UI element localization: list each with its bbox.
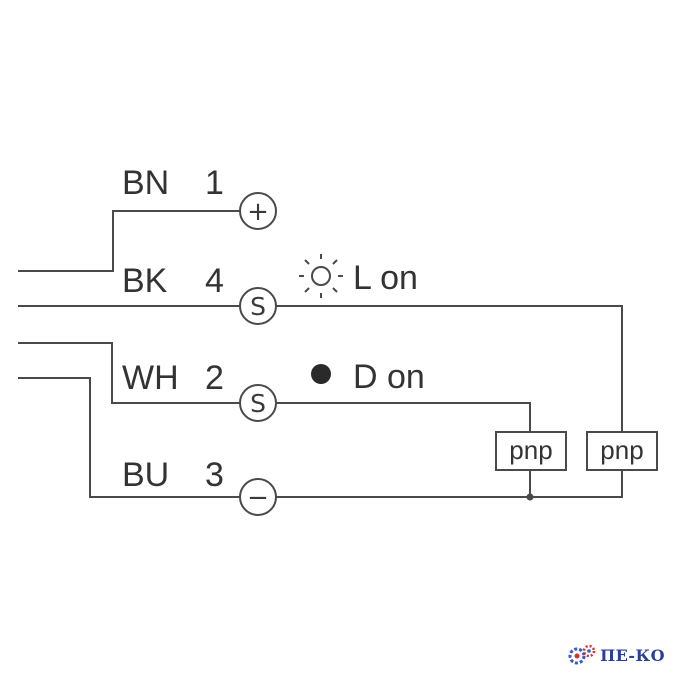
label-dark-on: D on: [353, 358, 425, 396]
junction-dot: [526, 493, 534, 501]
label-pin-2: 2: [205, 359, 224, 397]
terminal-minus-symbol: −: [247, 483, 269, 513]
dot-icon: [311, 364, 331, 384]
label-pin-1: 1: [205, 164, 224, 202]
wire-bk-output: [276, 305, 623, 432]
wire-bn: [18, 210, 240, 272]
label-pin-4: 4: [205, 262, 224, 300]
terminal-minus: −: [239, 478, 277, 516]
terminal-s-bk-symbol: S: [250, 292, 266, 321]
label-bn: BN: [122, 164, 169, 202]
logo: ПЕ-КО: [567, 643, 665, 667]
pnp-label-right: pnp: [600, 435, 643, 465]
terminal-s-bk: S: [239, 287, 277, 325]
terminal-plus-symbol: +: [247, 197, 269, 227]
gears-icon: [568, 644, 596, 665]
terminal-s-wh-symbol: S: [250, 389, 266, 418]
label-wh: WH: [122, 359, 179, 397]
pnp-label-left: pnp: [509, 435, 552, 465]
wire-bu-return: [276, 470, 623, 498]
label-pin-3: 3: [205, 456, 224, 494]
pnp-box-right: pnp: [586, 431, 658, 471]
terminal-s-wh: S: [239, 384, 277, 422]
label-bu: BU: [122, 456, 169, 494]
wire-wh-output: [276, 402, 531, 432]
pnp-box-left: pnp: [495, 431, 567, 471]
wire-bu: [18, 377, 240, 498]
sun-icon: [299, 254, 343, 298]
label-light-on: L on: [353, 259, 418, 297]
logo-text: ПЕ-КО: [600, 645, 665, 665]
terminal-plus: +: [239, 192, 277, 230]
label-bk: BK: [122, 262, 168, 300]
wire-wh: [18, 342, 240, 404]
